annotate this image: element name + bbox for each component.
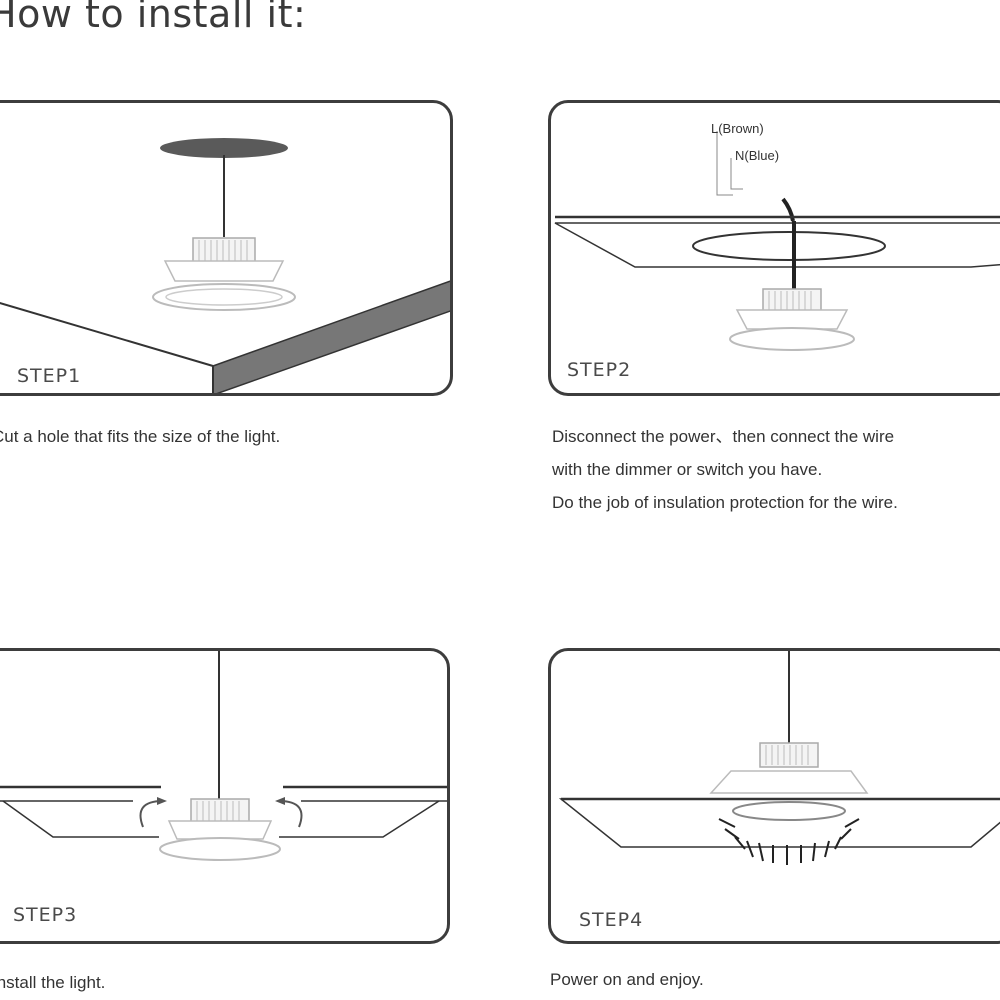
- step-label: STEP4: [579, 909, 644, 931]
- step1-caption: Cut a hole that fits the size of the lig…: [0, 420, 280, 453]
- step3-panel: STEP3: [0, 648, 450, 944]
- step4-illustration: [558, 651, 1000, 865]
- step-label: STEP3: [13, 904, 78, 926]
- downlight-fixture: [709, 742, 869, 794]
- downlight-fixture: [729, 288, 855, 351]
- wire-label-neutral: N(Blue): [735, 148, 780, 163]
- light-rays: [718, 818, 860, 865]
- caption-line: Disconnect the power、then connect the wi…: [552, 427, 895, 446]
- caption-line: Install the light.: [0, 973, 106, 992]
- step-label: STEP1: [17, 365, 82, 387]
- caption-line: Power on and enjoy.: [550, 970, 704, 989]
- step3-illustration: [0, 651, 447, 861]
- caption-line: with the dimmer or switch you have.: [552, 460, 823, 479]
- step3-caption: Install the light.: [0, 966, 105, 999]
- ceiling-hole: [692, 231, 886, 261]
- step-label: STEP2: [567, 359, 632, 381]
- page-title: How to install it:: [0, 0, 307, 36]
- downlight-fixture: [159, 798, 281, 861]
- step1-panel: STEP1: [0, 100, 453, 396]
- downlight-fixture: [152, 237, 296, 311]
- caption-line: Cut a hole that fits the size of the lig…: [0, 427, 281, 446]
- wire-label-live: L(Brown): [711, 121, 764, 136]
- hole-cutout: [160, 138, 288, 158]
- caption-line: Do the job of insulation protection for …: [552, 493, 898, 512]
- step2-illustration: [554, 131, 1000, 351]
- step2-caption: Disconnect the power、then connect the wi…: [552, 420, 898, 519]
- step4-panel: STEP4: [548, 648, 1000, 944]
- step1-illustration: [0, 138, 450, 393]
- step4-caption: Power on and enjoy.: [550, 963, 704, 996]
- step2-panel: L(Brown) N(Blue) STEP2: [548, 100, 1000, 396]
